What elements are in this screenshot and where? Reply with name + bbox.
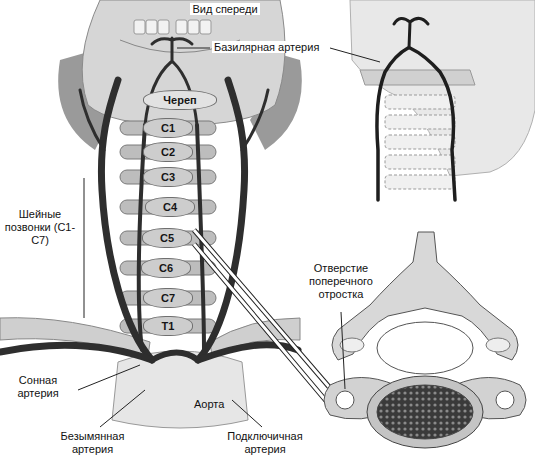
facet-left (340, 338, 364, 352)
label-text: Сонная артерия (17, 374, 58, 399)
label-text: Аорта (192, 398, 226, 410)
vertebra-body: C1 (143, 118, 193, 138)
artery-label: Аорта (192, 398, 226, 411)
group-label: Шейные позвонки (C1-C7) (2, 208, 78, 247)
vertebral-foramen (377, 322, 473, 374)
artery-label: Безымянная артерия (45, 430, 140, 456)
leader-carotid (78, 365, 140, 390)
vertebra-label: C3 (161, 171, 175, 184)
vertebra-label: C4 (163, 201, 177, 214)
spongy-bone (377, 385, 473, 439)
vertebra-label: C1 (161, 122, 175, 135)
skull-base (360, 70, 475, 85)
carotid-right (198, 80, 245, 360)
artery-label: Базилярная артерия (212, 41, 321, 54)
vertebra-label: C6 (159, 262, 173, 275)
label-text: Шейные позвонки (C1-C7) (5, 208, 75, 246)
teeth (134, 20, 211, 34)
vertebra-body: T1 (143, 316, 193, 336)
side-inset (350, 0, 535, 200)
artery-label: Сонная артерия (2, 374, 74, 400)
vertebra-body: C3 (143, 167, 193, 187)
leader-innominate (100, 390, 145, 427)
vertebra-body: C2 (143, 142, 193, 162)
vertebra-body: C4 (145, 197, 195, 217)
transverse-foramen-right (496, 391, 514, 409)
label-text: Базилярная артерия (212, 41, 321, 53)
label-text: Подключичная артерия (227, 430, 302, 455)
part-label: Отверстие поперечного отростка (298, 262, 384, 301)
facet-right (486, 338, 510, 352)
artery-label: Подключичная артерия (215, 430, 315, 456)
vertebra-label: Череп (163, 94, 196, 107)
leader-basilar (177, 48, 210, 49)
view-title: Вид спереди (175, 3, 275, 16)
basilar-artery (152, 38, 192, 62)
vertebra-body: C6 (141, 258, 191, 278)
label-text: Безымянная артерия (61, 430, 125, 455)
inset-arteries (377, 18, 455, 200)
magnify-lines (194, 230, 336, 408)
branch-left (80, 90, 104, 150)
transverse-foramen-left (336, 391, 354, 409)
vertebra-label: C7 (161, 292, 175, 305)
branch-right (242, 90, 268, 150)
title-text: Вид спереди (190, 3, 259, 15)
vertebra-body: C5 (142, 228, 192, 248)
subclavian-left (0, 345, 152, 360)
vertebral-body (367, 376, 483, 448)
skull-base-shape: Череп (143, 90, 217, 110)
leader-subclavian (232, 400, 262, 427)
front-view (0, 0, 302, 428)
leader-cervical (84, 178, 85, 318)
leader-basilar-inset (330, 48, 380, 62)
vertebra-body: C7 (143, 288, 193, 308)
spine-outline (385, 95, 455, 189)
label-text: Отверстие поперечного отростка (309, 262, 373, 300)
vertebra-label: C2 (161, 146, 175, 159)
leader-lines (78, 48, 380, 427)
aorta (112, 351, 248, 428)
vertebra-label: T1 (162, 320, 175, 333)
vertebra-label: C5 (160, 232, 174, 245)
aortic-arch (152, 353, 198, 361)
leader-foramen (341, 312, 345, 389)
